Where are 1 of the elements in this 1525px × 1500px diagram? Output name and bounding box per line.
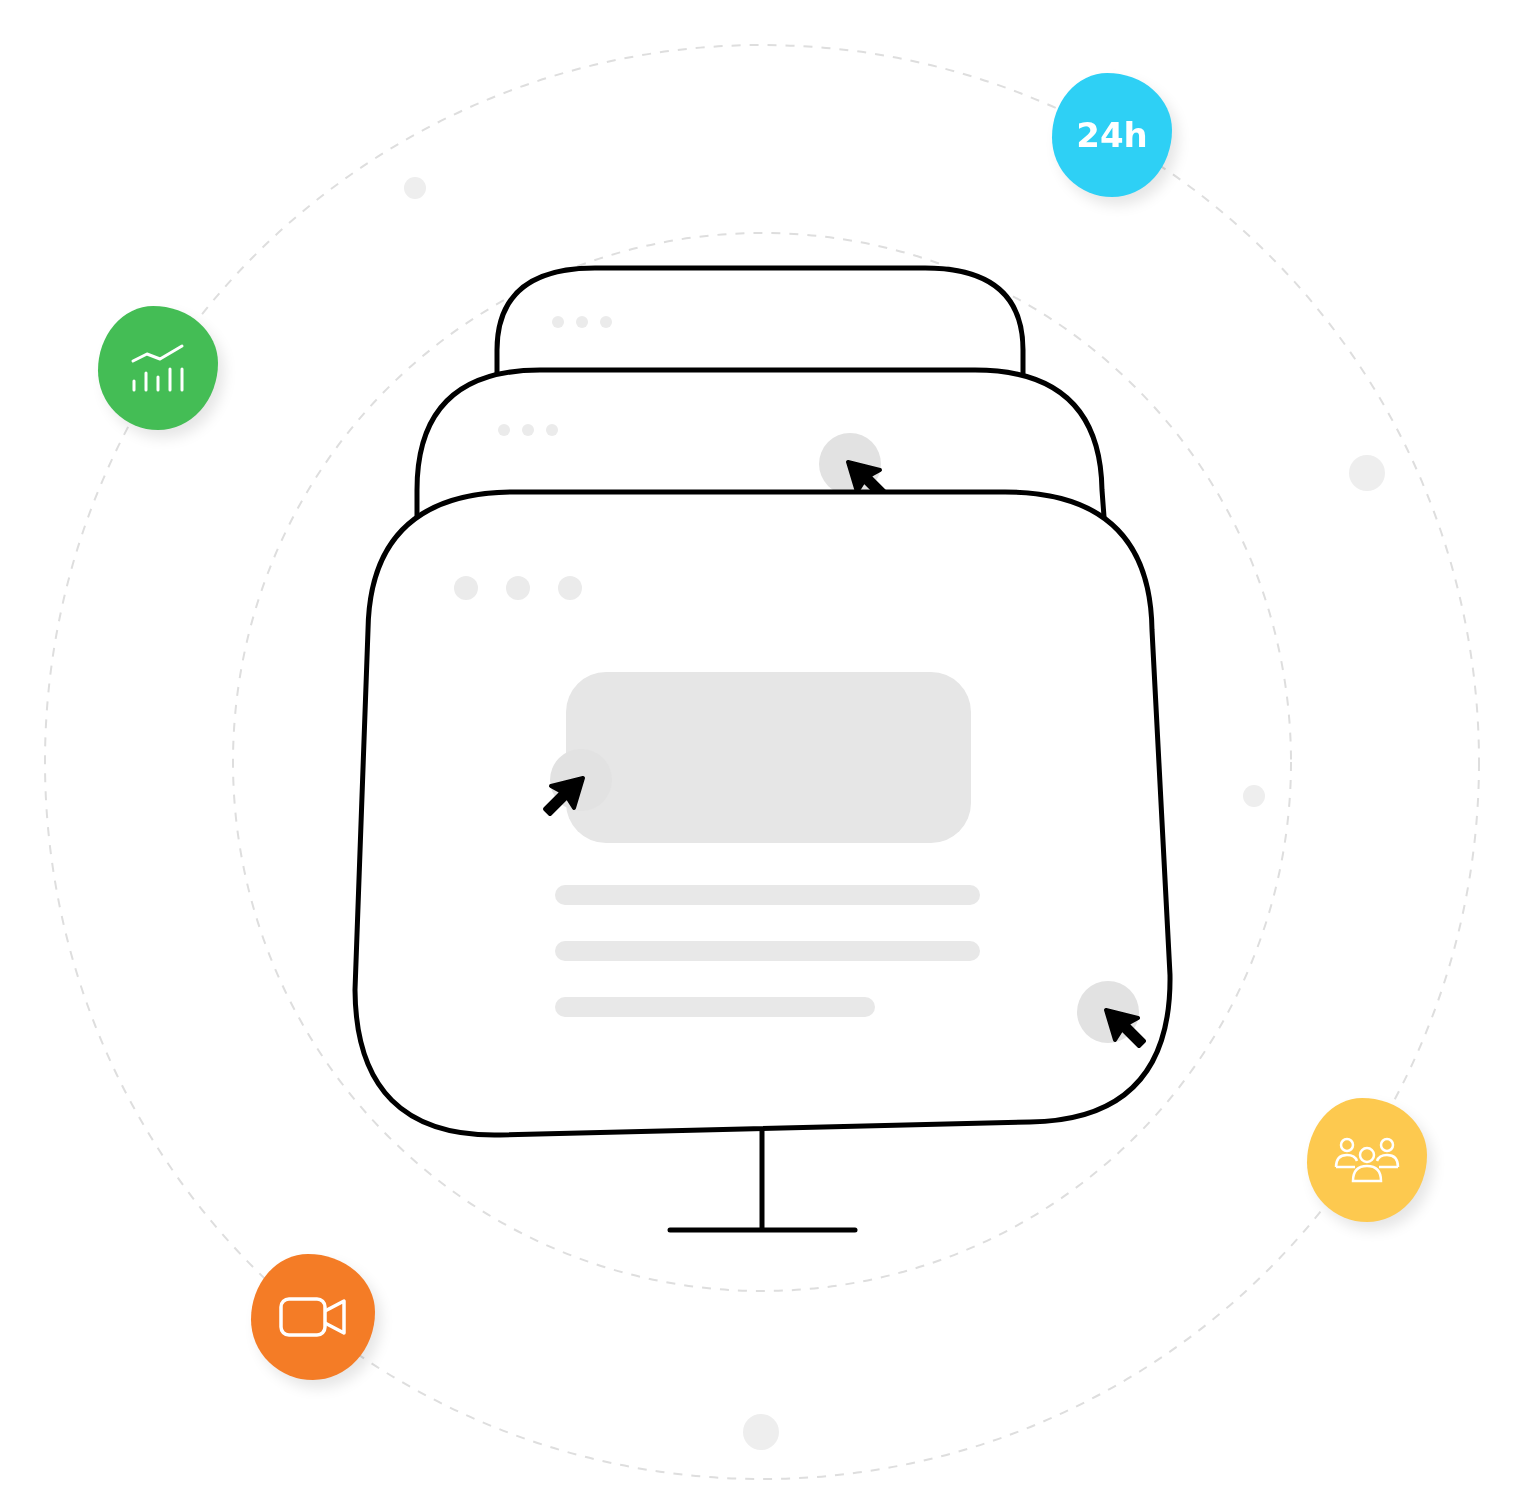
time-badge: 24h [1052,73,1172,197]
